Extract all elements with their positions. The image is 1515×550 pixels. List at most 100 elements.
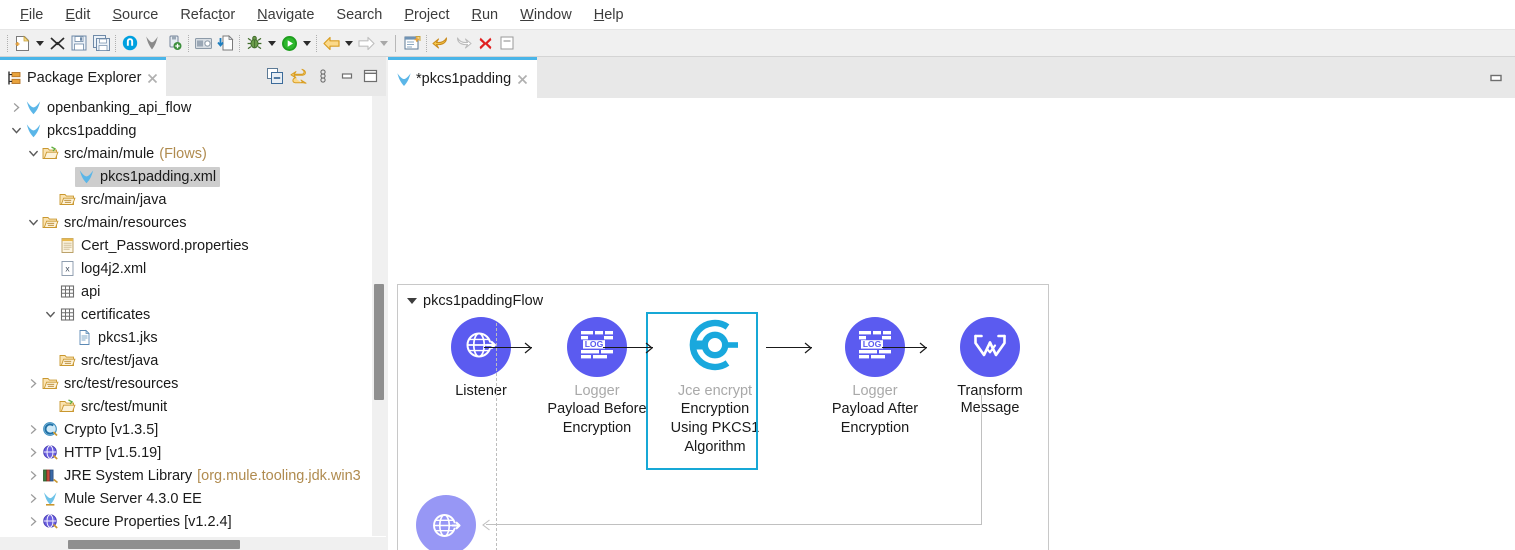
flow-node-listener[interactable]: Listener [416,317,546,400]
flow-node-listener-response[interactable] [416,495,476,550]
remove-marker-icon[interactable] [474,32,496,54]
run-dropdown-icon[interactable] [300,32,313,54]
back-icon[interactable] [320,32,342,54]
tree-twisty-expanded-icon[interactable] [25,142,41,165]
connector-arrowhead [645,341,653,354]
tree-item-content: Mule Server 4.3.0 EE [41,490,202,508]
tab-package-explorer[interactable]: Package Explorer [0,57,166,96]
tree-twisty-expanded-icon[interactable] [25,211,41,234]
jce-encrypt-circle[interactable] [683,317,747,377]
package-explorer-tab-row: Package Explorer [0,57,386,96]
menu-source[interactable]: Source [112,7,159,23]
tree-item-mule-server-4-3-0-ee[interactable]: Mule Server 4.3.0 EE [0,487,386,510]
next-annotation-icon[interactable] [452,32,474,54]
tree-item-jre-system-library[interactable]: JRE System Library[org.mule.tooling.jdk.… [0,464,386,487]
new-wizard-icon[interactable] [11,32,33,54]
tree-item-src-test-munit[interactable]: src/test/munit [0,395,386,418]
export-deployable-archive-icon[interactable] [163,32,185,54]
tree-item-pkcs1-jks[interactable]: pkcs1.jks [0,326,386,349]
mule-debug-icon[interactable] [46,32,68,54]
menu-window[interactable]: Window [520,7,572,23]
collapse-triangle-icon[interactable] [407,298,417,304]
flow-title-label: pkcs1paddingFlow [423,293,544,309]
maximize-icon[interactable] [360,65,381,86]
tree-vertical-scrollbar-thumb[interactable] [374,284,384,400]
flow-header[interactable]: pkcs1paddingFlow [407,293,543,309]
tree-twisty-collapsed-icon[interactable] [8,96,24,119]
tree-horizontal-scrollbar[interactable] [0,536,386,550]
flow-node-transform-message[interactable]: Transform Message [925,317,1055,417]
collapse-all-icon[interactable] [264,65,285,86]
previous-annotation-icon[interactable] [430,32,452,54]
menu-run[interactable]: Run [471,7,499,23]
editor-minimize-icon[interactable] [1487,71,1505,85]
flow-connector-1 [484,341,532,354]
tree-item-cert-password-properties[interactable]: Cert_Password.properties [0,234,386,257]
tree-item-src-main-resources[interactable]: src/main/resources [0,211,386,234]
tree-item-openbanking-api-flow[interactable]: openbanking_api_flow [0,96,386,119]
tree-item-api[interactable]: api [0,280,386,303]
menu-navigate[interactable]: Navigate [257,7,315,23]
debug-dropdown-icon[interactable] [265,32,278,54]
tree-twisty-expanded-icon[interactable] [42,303,58,326]
link-with-editor-icon[interactable] [288,65,309,86]
tree-twisty-collapsed-icon[interactable] [25,510,41,533]
import-project-icon[interactable] [214,32,236,54]
tree-item-label: openbanking_api_flow [47,99,192,116]
tree-item-src-test-resources[interactable]: src/test/resources [0,372,386,395]
close-icon[interactable] [516,73,529,86]
tree-horizontal-scrollbar-thumb[interactable] [68,540,240,549]
restore-icon[interactable] [496,32,518,54]
tree-item-certificates[interactable]: certificates [0,303,386,326]
panel-splitter[interactable] [386,57,388,550]
anypoint-platform-icon[interactable] [119,32,141,54]
transform-message-circle[interactable] [960,317,1020,377]
back-dropdown-icon[interactable] [342,32,355,54]
tree-twisty-collapsed-icon[interactable] [25,418,41,441]
tree-twisty-collapsed-icon[interactable] [25,372,41,395]
close-icon[interactable] [146,72,159,85]
menu-refactor[interactable]: Refactor [180,7,236,23]
tree-vertical-scrollbar[interactable] [372,96,386,536]
mule-icon[interactable] [141,32,163,54]
listener-response-circle[interactable] [416,495,476,550]
save-all-icon[interactable] [90,32,112,54]
forward-dropdown-icon[interactable] [377,32,390,54]
tab-pkcs1padding[interactable]: *pkcs1padding [388,57,537,98]
tree-twisty-collapsed-icon[interactable] [25,464,41,487]
open-type-icon[interactable] [401,32,423,54]
run-icon[interactable] [278,32,300,54]
tree-twisty-collapsed-icon[interactable] [25,441,41,464]
new-wizard-dropdown-icon[interactable] [33,32,46,54]
tree-item-src-main-java[interactable]: src/main/java [0,188,386,211]
debug-icon[interactable] [243,32,265,54]
response-path-arrowhead [482,518,491,531]
tree-item-src-main-mule[interactable]: src/main/mule(Flows) [0,142,386,165]
tree-item-content: Secure Properties [v1.2.4] [41,513,232,531]
tree-item-pkcs1padding-xml[interactable]: pkcs1padding.xml [0,165,386,188]
view-menu-icon[interactable] [312,65,333,86]
menu-file[interactable]: File [20,7,44,23]
menu-edit[interactable]: Edit [65,7,91,23]
forward-icon[interactable] [355,32,377,54]
tree-item-pkcs1padding[interactable]: pkcs1padding [0,119,386,142]
api-console-icon[interactable] [192,32,214,54]
menu-project[interactable]: Project [404,7,450,23]
minimize-icon[interactable] [336,65,357,86]
tree-twisty-collapsed-icon[interactable] [25,487,41,510]
tree-twisty-expanded-icon[interactable] [8,119,24,142]
tree-item-src-test-java[interactable]: src/test/java [0,349,386,372]
tree-item-secure-properties-v1-2-4[interactable]: Secure Properties [v1.2.4] [0,510,386,533]
menu-search[interactable]: Search [336,7,383,23]
menu-help[interactable]: Help [593,7,624,23]
tree-item-crypto-v1-3-5[interactable]: Crypto [v1.3.5] [0,418,386,441]
tree-item-http-v1-5-19[interactable]: HTTP [v1.5.19] [0,441,386,464]
save-icon[interactable] [68,32,90,54]
